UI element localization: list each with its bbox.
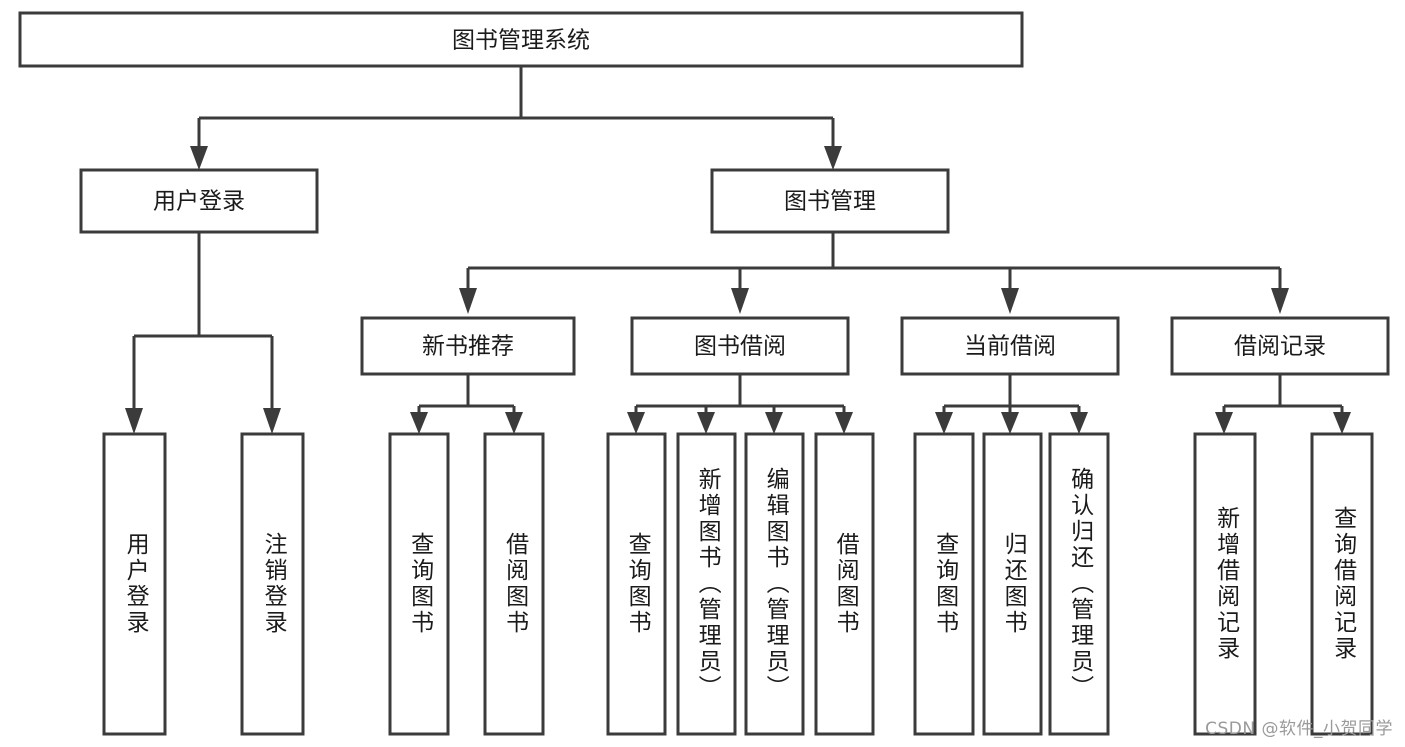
arrow-book-borrow-leaf-4: [835, 412, 853, 434]
arrow-book-borrow-leaf-1: [627, 412, 645, 434]
arrow-borrow-record-leaf-2: [1333, 412, 1351, 434]
arrow-new-book-leaf-1: [410, 412, 428, 434]
leaf-box-layer: [102, 432, 1374, 736]
node-user-login-label: 用户登录: [153, 189, 245, 215]
node-root-label: 图书管理系统: [452, 28, 590, 54]
node-book-manage[interactable]: 图书管理: [710, 168, 950, 234]
connector-current-borrow-branch: [942, 374, 1081, 414]
node-root-box[interactable]: [18, 11, 1024, 68]
leaf-box-book-borrow-2[interactable]: [676, 432, 737, 736]
watermark-text: CSDN @软件_小贺同学: [1205, 719, 1393, 739]
arrow-to-new-book-recommend: [459, 288, 477, 314]
node-current-borrow-box[interactable]: [900, 316, 1120, 376]
arrow-current-borrow-leaf-1: [935, 412, 953, 434]
arrow-to-borrow-record: [1271, 288, 1289, 314]
leaf-box-current-borrow-2[interactable]: [982, 432, 1043, 736]
arrow-to-current-borrow: [1001, 288, 1019, 314]
arrow-to-user-login: [190, 146, 208, 170]
connector-book-manage-branch: [466, 232, 1282, 288]
leaf-box-user-login-2[interactable]: [240, 432, 305, 736]
leaf-box-book-borrow-4[interactable]: [814, 432, 875, 736]
node-new-book-recommend-label: 新书推荐: [422, 334, 514, 360]
node-current-borrow[interactable]: 当前借阅: [900, 316, 1120, 376]
leaf-box-current-borrow-1[interactable]: [913, 432, 975, 736]
arrow-borrow-record-leaf-1: [1215, 412, 1233, 434]
node-user-login[interactable]: 用户登录: [79, 168, 319, 234]
node-root[interactable]: 图书管理系统: [18, 11, 1024, 68]
node-borrow-record[interactable]: 借阅记录: [1170, 316, 1390, 376]
arrow-new-book-leaf-2: [505, 412, 523, 434]
leaf-box-borrow-record-1[interactable]: [1193, 432, 1257, 736]
node-current-borrow-label: 当前借阅: [964, 334, 1056, 360]
leaf-box-book-borrow-1[interactable]: [606, 432, 667, 736]
connector-new-book-recommend-branch: [417, 374, 516, 414]
node-new-book-recommend[interactable]: 新书推荐: [360, 316, 576, 376]
node-book-manage-label: 图书管理: [784, 189, 876, 215]
arrow-current-borrow-leaf-2: [1001, 412, 1019, 434]
leaf-box-new-book-2[interactable]: [483, 432, 545, 736]
connector-user-login-branch: [132, 232, 274, 408]
node-new-book-recommend-box[interactable]: [360, 316, 576, 376]
leaf-box-new-book-1[interactable]: [388, 432, 450, 736]
arrow-user-login-leaf-2: [263, 408, 281, 434]
arrow-book-borrow-leaf-2: [697, 412, 715, 434]
connector-layer: [125, 66, 1351, 434]
arrow-to-book-borrow: [731, 288, 749, 314]
connector-borrow-record-branch: [1222, 374, 1344, 414]
leaf-box-borrow-record-2[interactable]: [1310, 432, 1374, 736]
node-book-borrow-box[interactable]: [630, 316, 850, 376]
leaf-box-user-login-1[interactable]: [102, 432, 167, 736]
node-book-borrow[interactable]: 图书借阅: [630, 316, 850, 376]
node-user-login-box[interactable]: [79, 168, 319, 234]
arrow-current-borrow-leaf-3: [1070, 412, 1088, 434]
node-borrow-record-label: 借阅记录: [1234, 334, 1326, 360]
connector-book-borrow-branch: [634, 374, 846, 414]
leaf-box-book-borrow-3[interactable]: [744, 432, 805, 736]
arrow-user-login-leaf-1: [125, 408, 143, 434]
node-borrow-record-box[interactable]: [1170, 316, 1390, 376]
connector-root-to-bus: [197, 66, 835, 146]
arrow-book-borrow-leaf-3: [765, 412, 783, 434]
node-book-borrow-label: 图书借阅: [694, 334, 786, 360]
node-book-manage-box[interactable]: [710, 168, 950, 234]
leaf-box-current-borrow-3[interactable]: [1048, 432, 1110, 736]
arrow-to-book-manage: [824, 146, 842, 170]
